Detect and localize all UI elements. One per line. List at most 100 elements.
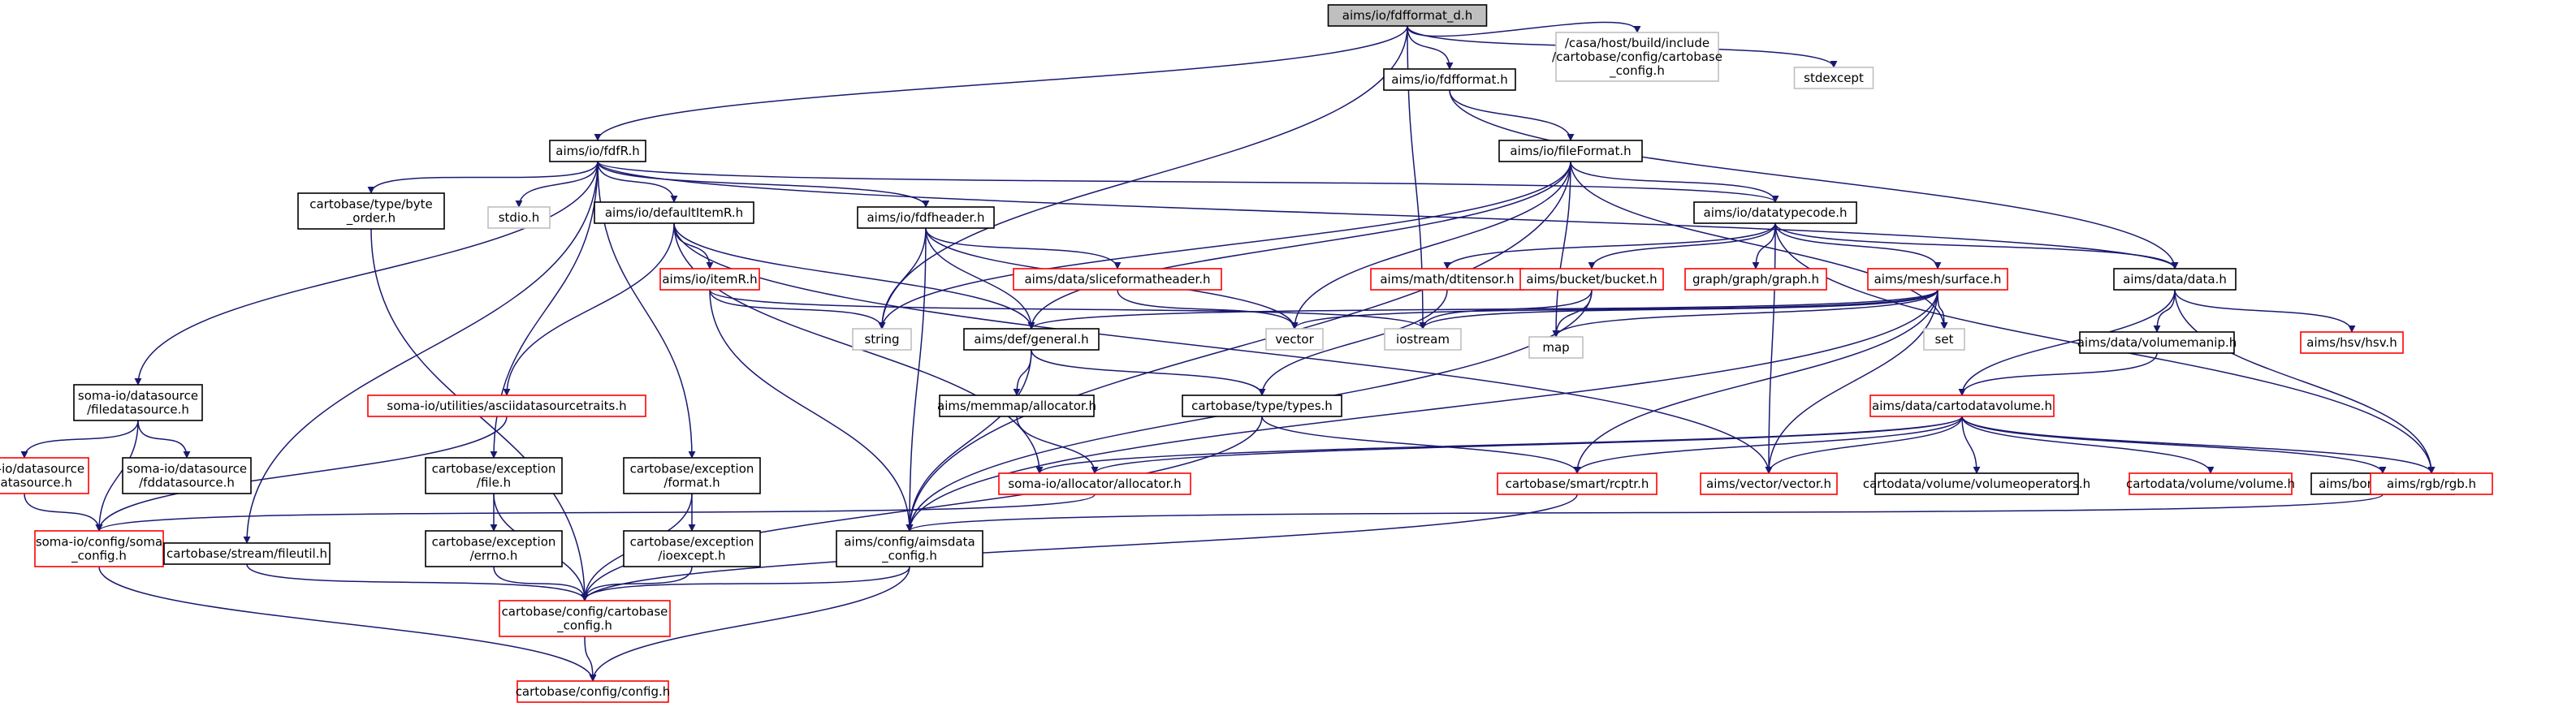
node-box xyxy=(73,384,203,421)
node-bucket[interactable]: aims/bucket/bucket.h xyxy=(1519,268,1664,291)
node-volumeoperators[interactable]: cartodata/volume/volumeoperators.h xyxy=(1863,472,2090,495)
node-filedatasource[interactable]: soma-io/datasource/filedatasource.h xyxy=(73,384,203,421)
node-label: /ioexcept.h xyxy=(658,549,725,563)
node-box xyxy=(1684,268,1827,291)
node-hsv[interactable]: aims/hsv/hsv.h xyxy=(2300,331,2404,354)
node-mmap-allocator[interactable]: aims/memmap/allocator.h xyxy=(937,394,1096,417)
node-asciidatasourcetraits[interactable]: soma-io/utilities/asciidatasourcetraits.… xyxy=(367,394,646,417)
edge-path xyxy=(905,494,2384,532)
node-aimsdata-config[interactable]: aims/config/aimsdata_config.h xyxy=(836,530,983,567)
node-fdfformat[interactable]: aims/io/fdfformat.h xyxy=(1383,68,1516,91)
node-box xyxy=(1327,4,1488,27)
node-cartobase-config[interactable]: cartobase/config/cartobase_config.h xyxy=(499,600,671,637)
node-cartodatavolume[interactable]: aims/data/cartodatavolume.h xyxy=(1869,394,2055,417)
edge-fileFormat-to-vector xyxy=(1290,161,1571,330)
node-datatypecode[interactable]: aims/io/datatypecode.h xyxy=(1693,201,1857,224)
node-box xyxy=(1874,472,2079,495)
node-general[interactable]: aims/def/general.h xyxy=(963,328,1100,351)
node-data[interactable]: aims/data/data.h xyxy=(2113,268,2237,291)
node-box xyxy=(1923,328,1965,351)
edge-fileFormat-to-general xyxy=(1027,161,1571,330)
edge-path xyxy=(709,289,914,532)
edge-path xyxy=(1091,416,1963,474)
node-box xyxy=(852,328,912,351)
node-config[interactable]: cartobase/config/config.h xyxy=(516,680,671,703)
node-label: aims/io/fdfformat_d.h xyxy=(1342,8,1472,24)
edge-fdfR-to-data xyxy=(597,161,2179,269)
node-rcptr[interactable]: cartobase/smart/rcptr.h xyxy=(1497,472,1658,495)
edge-soma-allocator-to-soma-config xyxy=(95,494,1096,532)
edge-data-to-hsv xyxy=(2174,289,2356,333)
node-fdfheader[interactable]: aims/io/fdfheader.h xyxy=(857,206,995,229)
node-label: aims/io/fdfheader.h xyxy=(867,210,984,225)
edge-fddatasource-warn-to-soma-config xyxy=(24,493,103,532)
node-box xyxy=(659,268,760,291)
node-label: aims/io/datatypecode.h xyxy=(1704,205,1848,220)
node-box xyxy=(163,542,331,565)
node-defaultItemR[interactable]: aims/io/defaultItemR.h xyxy=(594,201,754,224)
nodes-layer: aims/io/fdfformat_d.h aims/io/fdfformat.h… xyxy=(0,4,2493,703)
node-ioexcept[interactable]: cartobase/exception/ioexcept.h xyxy=(623,530,761,567)
node-fdfR[interactable]: aims/io/fdfR.h xyxy=(549,140,646,162)
node-fddatasource-warn[interactable]: soma-io/datasource/fddatasource.h xyxy=(0,457,89,494)
edge-path xyxy=(905,227,927,532)
node-fileFormat[interactable]: aims/io/fileFormat.h xyxy=(1498,140,1643,162)
edge-cartodatavolume-to-volumeoperators xyxy=(1961,416,1981,474)
edge-path xyxy=(1261,416,1581,474)
edge-path xyxy=(594,25,1408,141)
edge-fdfheader-to-sliceformatheader xyxy=(925,227,1122,269)
node-label: aims/data/sliceformatheader.h xyxy=(1024,272,1210,287)
node-box xyxy=(2129,472,2293,495)
edge-cartodatavolume-to-rgb xyxy=(1961,416,2436,474)
node-soma-allocator[interactable]: soma-io/allocator/allocator.h xyxy=(998,472,1191,495)
edge-surface-to-set xyxy=(1937,289,1948,330)
node-label: cartobase/type/byte xyxy=(309,197,433,212)
node-fileutil[interactable]: cartobase/stream/fileutil.h xyxy=(163,542,331,565)
node-errno[interactable]: cartobase/exception/errno.h xyxy=(425,530,563,567)
node-sliceformatheader[interactable]: aims/data/sliceformatheader.h xyxy=(1013,268,1222,291)
node-label: /fddatasource.h xyxy=(139,476,235,490)
node-box xyxy=(623,530,761,567)
edge-path xyxy=(1937,289,1948,330)
edge-fileFormat-to-datatypecode xyxy=(1570,161,1779,203)
edge-filedatasource-to-fddatasource xyxy=(137,420,191,459)
node-box xyxy=(425,530,563,567)
node-exception-format[interactable]: cartobase/exception/format.h xyxy=(623,457,761,494)
node-volume[interactable]: cartodata/volume/volume.h xyxy=(2126,472,2295,495)
node-surface[interactable]: aims/mesh/surface.h xyxy=(1867,268,2008,291)
node-label: aims/io/fileFormat.h xyxy=(1510,144,1631,158)
edge-dtitensor-to-types xyxy=(1258,289,1448,396)
edge-surface-to-vector xyxy=(1290,289,1938,330)
node-exception-file[interactable]: cartobase/exception/file.h xyxy=(425,457,563,494)
node-box xyxy=(998,472,1191,495)
node-box xyxy=(1384,328,1462,351)
node-soma-config[interactable]: soma-io/config/soma_config.h xyxy=(34,530,164,567)
node-aims-vector[interactable]: aims/vector/vector.h xyxy=(1700,472,1838,495)
edge-path xyxy=(581,494,1578,601)
node-box xyxy=(1265,328,1324,351)
node-box xyxy=(857,206,995,229)
node-box xyxy=(499,600,671,637)
node-vector: vector xyxy=(1265,328,1324,351)
edge-fdfheader-to-string xyxy=(878,227,927,330)
node-rgb[interactable]: aims/rgb/rgb.h xyxy=(2370,472,2493,495)
node-byte-order[interactable]: cartobase/type/byte_order.h xyxy=(297,192,445,230)
node-volumemanip[interactable]: aims/data/volumemanip.h xyxy=(2077,331,2237,354)
node-itemR[interactable]: aims/io/itemR.h xyxy=(659,268,760,291)
node-map: map xyxy=(1528,336,1584,359)
node-dtitensor[interactable]: aims/math/dtitensor.h xyxy=(1370,268,1524,291)
node-box xyxy=(2113,268,2237,291)
edge-types-to-rcptr xyxy=(1261,416,1581,474)
node-box xyxy=(367,394,646,417)
edge-path xyxy=(1573,289,1938,474)
edge-mmap-allocator-to-soma-allocator xyxy=(1016,416,1099,474)
node-root[interactable]: aims/io/fdfformat_d.h xyxy=(1327,4,1488,27)
node-label: aims/io/defaultItemR.h xyxy=(605,205,743,220)
node-fddatasource[interactable]: soma-io/datasource/fddatasource.h xyxy=(122,457,252,494)
edge-fdfR-to-fileutil xyxy=(243,161,599,544)
node-box xyxy=(2300,331,2404,354)
node-graph[interactable]: graph/graph/graph.h xyxy=(1684,268,1827,291)
edge-defaultItemR-to-general xyxy=(673,222,1035,330)
node-types[interactable]: cartobase/type/types.h xyxy=(1182,394,1342,417)
edge-data-to-volumemanip xyxy=(2153,289,2176,333)
